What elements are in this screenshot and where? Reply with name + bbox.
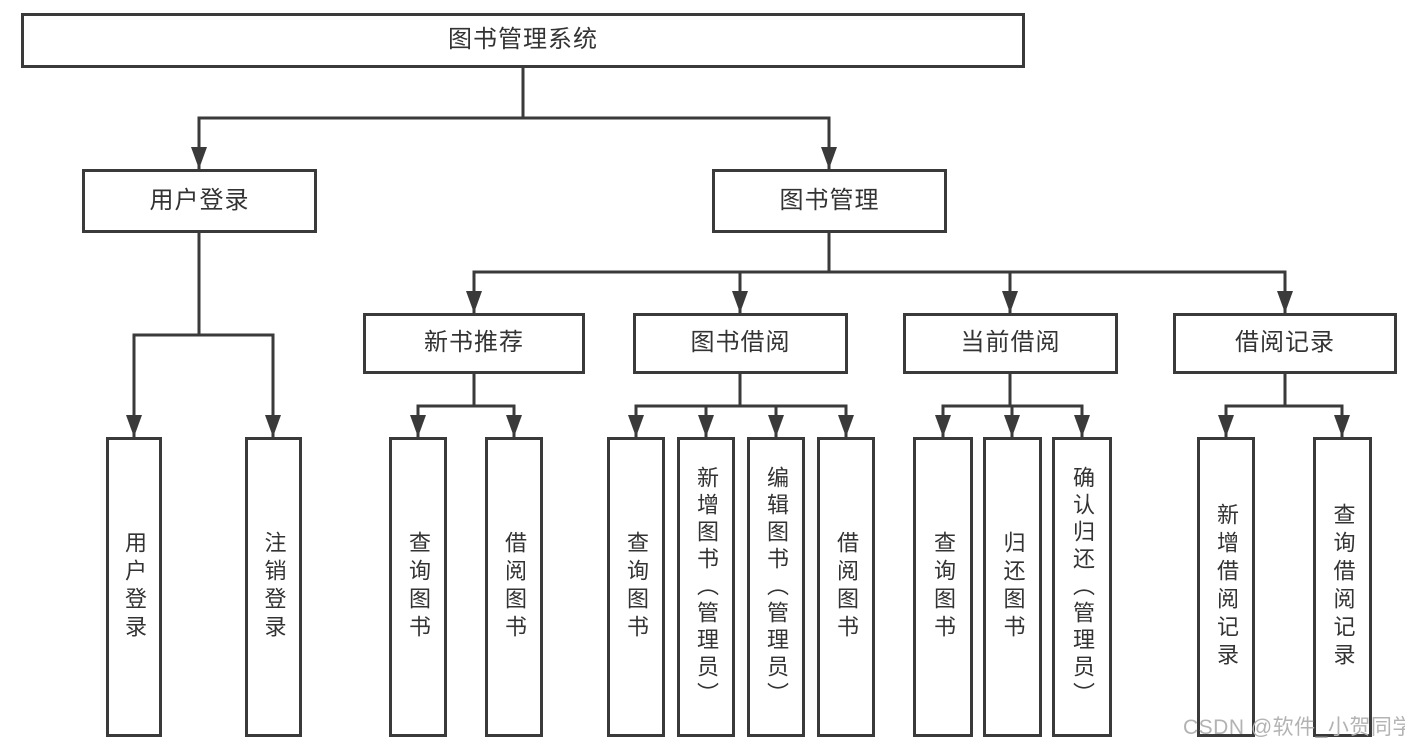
node-query-books-borrowing: 查询图书 [607, 437, 665, 737]
connector-new-book-group [410, 374, 522, 437]
csdn-watermark: CSDN @软件_小贺同学 [1183, 716, 1405, 739]
node-label: 当前借阅 [960, 329, 1061, 357]
node-label: 查询图书 [931, 531, 956, 643]
node-label: 用户登录 [149, 186, 250, 214]
node-query-books-newbook: 查询图书 [389, 437, 447, 737]
node-label: 借阅记录 [1235, 329, 1335, 357]
node-logout: 注销登录 [245, 437, 302, 737]
node-label: 查询图书 [624, 531, 649, 643]
node-label: 确认归还（管理员） [1070, 465, 1095, 709]
node-user-login: 用户登录 [106, 437, 162, 737]
connector-user-login-group [126, 233, 281, 437]
node-user-login-group: 用户登录 [82, 169, 317, 233]
connector-root-to-level2 [191, 68, 837, 169]
node-label: 新增图书（管理员） [694, 465, 719, 709]
node-label: 图书管理系统 [448, 26, 598, 54]
node-add-borrow-record: 新增借阅记录 [1197, 437, 1255, 737]
node-label: 新书推荐 [424, 329, 524, 357]
node-current-borrowing: 当前借阅 [903, 313, 1118, 374]
node-label: 归还图书 [1000, 531, 1026, 643]
node-label: 新增借阅记录 [1214, 503, 1239, 671]
node-borrow-books-borrowing: 借阅图书 [817, 437, 875, 737]
node-borrow-books-newbook: 借阅图书 [485, 437, 543, 737]
connector-borrow-records-group [1218, 374, 1350, 437]
node-label: 图书管理 [779, 186, 880, 214]
node-query-books-current: 查询图书 [913, 437, 973, 737]
node-label: 借阅图书 [834, 531, 859, 643]
node-confirm-return-admin: 确认归还（管理员） [1052, 437, 1112, 737]
node-label: 编辑图书（管理员） [764, 465, 789, 709]
node-book-management: 图书管理 [712, 169, 947, 233]
connector-current-borrow-group [935, 374, 1090, 437]
node-add-books-admin: 新增图书（管理员） [677, 437, 735, 737]
node-new-book-recommendation: 新书推荐 [363, 313, 585, 374]
node-label: 图书借阅 [690, 329, 791, 357]
node-label: 注销登录 [261, 531, 287, 643]
node-borrowing-records: 借阅记录 [1173, 313, 1397, 374]
node-label: 查询图书 [406, 531, 431, 643]
node-edit-books-admin: 编辑图书（管理员） [747, 437, 805, 737]
connector-book-management-to-level3 [466, 233, 1293, 313]
node-label: 用户登录 [122, 531, 147, 643]
node-query-borrow-record: 查询借阅记录 [1313, 437, 1372, 737]
node-book-borrowing: 图书借阅 [633, 313, 848, 374]
node-library-management-system: 图书管理系统 [21, 13, 1025, 68]
node-label: 查询借阅记录 [1330, 503, 1356, 671]
node-return-books: 归还图书 [983, 437, 1042, 737]
connector-book-borrow-group [628, 374, 854, 437]
node-label: 借阅图书 [502, 531, 527, 643]
